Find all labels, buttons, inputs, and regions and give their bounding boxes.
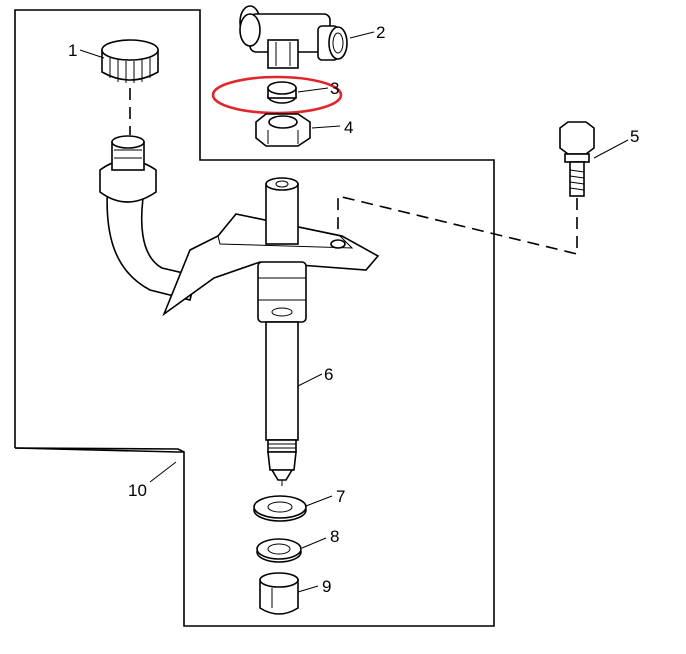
leader-8 <box>301 537 327 549</box>
callout-7: 7 <box>336 487 345 506</box>
dash-bolt-to-clamp <box>337 194 578 256</box>
highlight-circle <box>211 75 343 115</box>
leader-2 <box>349 31 375 39</box>
leader-4 <box>311 125 341 129</box>
part-2-tee-fitting[interactable] <box>239 5 348 69</box>
leader-1 <box>79 49 105 59</box>
part-1-cap[interactable] <box>101 39 159 83</box>
part-8-sealing-ring[interactable] <box>256 538 302 563</box>
boundary-notch <box>14 447 185 453</box>
leader-7 <box>305 495 333 507</box>
callout-8: 8 <box>330 527 339 546</box>
callout-4: 4 <box>344 118 353 137</box>
part-3-washer[interactable] <box>267 81 297 104</box>
part-4-hex-nut[interactable] <box>255 113 311 147</box>
callout-10: 10 <box>128 481 147 500</box>
callout-2: 2 <box>376 23 385 42</box>
part-5-bolt[interactable] <box>559 121 595 197</box>
callout-9: 9 <box>322 577 331 596</box>
leader-10 <box>149 461 177 483</box>
leader-9 <box>297 585 319 593</box>
callout-3: 3 <box>330 79 339 98</box>
part-6-injector[interactable] <box>257 177 307 486</box>
part-9-protective-cap[interactable] <box>259 572 299 615</box>
callout-6: 6 <box>324 365 333 384</box>
callout-5: 5 <box>630 127 639 146</box>
leader-3 <box>297 87 329 93</box>
callout-1: 1 <box>68 41 77 60</box>
leader-6 <box>297 373 323 387</box>
assembly-boundary <box>14 9 495 627</box>
clamp-bracket[interactable] <box>162 213 380 317</box>
leader-5 <box>593 139 629 159</box>
part-7-flat-washer[interactable] <box>253 495 307 522</box>
